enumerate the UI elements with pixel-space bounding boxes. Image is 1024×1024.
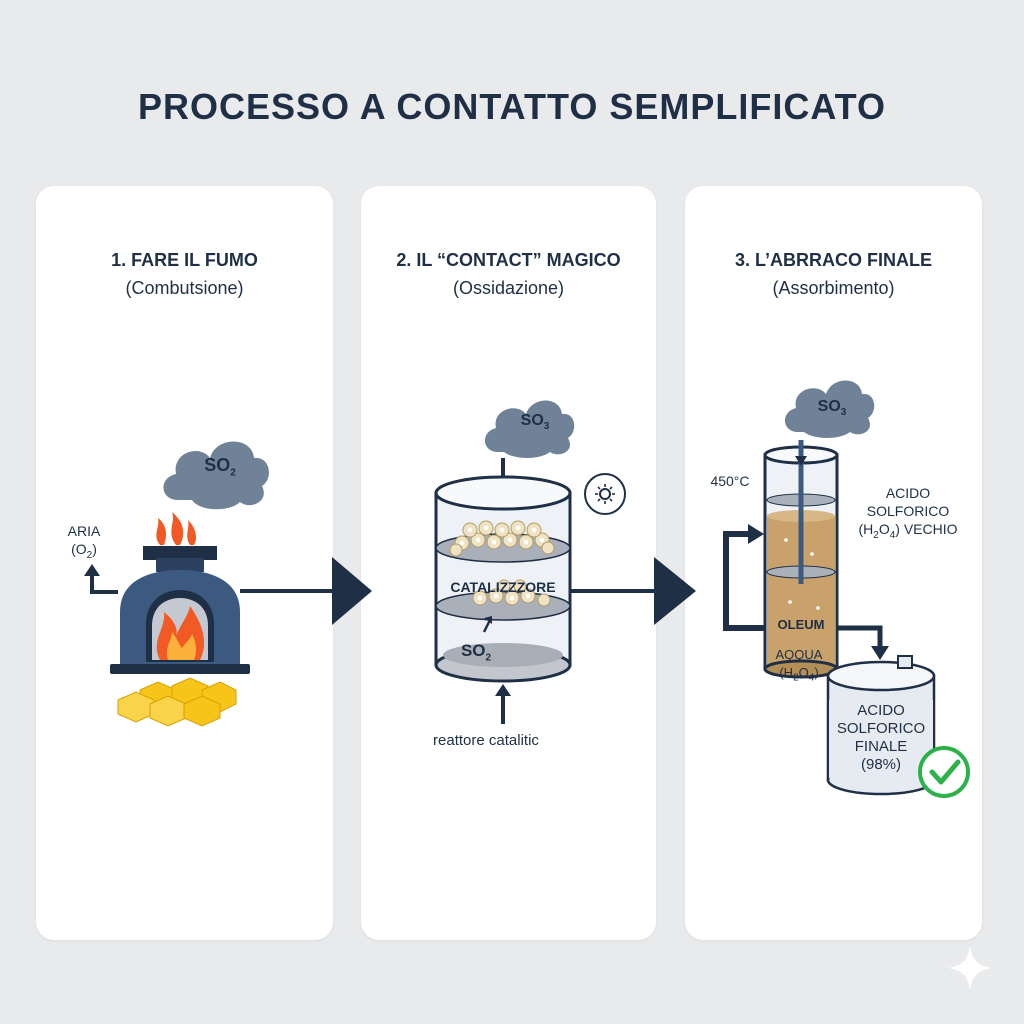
label-line: O xyxy=(878,521,890,537)
old-acid-label: ACIDO SOLFORICO (H2O4) VECHIO xyxy=(846,484,970,545)
temperature-label: 450°C xyxy=(710,473,750,489)
label-line: SOLFORICO xyxy=(836,720,926,737)
step-subtitle: (Ossidazione) xyxy=(452,278,565,298)
label-line: ) VECHIO xyxy=(895,521,958,537)
step-subtitle: (Combutsione) xyxy=(125,278,244,298)
label-line: O xyxy=(798,665,809,680)
air-label: ARIA (O2) xyxy=(64,522,104,565)
tank-icon xyxy=(826,655,936,796)
air-label-text: ARIA xyxy=(67,523,101,539)
outflow-arrow-icon xyxy=(837,625,889,660)
check-icon xyxy=(918,746,970,798)
so3-cloud-icon-2 xyxy=(784,380,875,438)
sun-icon xyxy=(584,473,626,515)
water-label: AQQUA (H2O4) xyxy=(766,646,832,688)
o2-label-close: ) xyxy=(92,541,97,557)
so3-cloud-icon xyxy=(484,400,575,458)
label-subscript: 3 xyxy=(840,407,847,419)
step-subtitle: (Assorbimento) xyxy=(772,278,895,298)
final-acid-label: ACIDO SOLFORICO FINALE (98%) xyxy=(832,702,930,774)
label-line: ACIDO xyxy=(885,485,931,501)
label-line: (H xyxy=(858,521,874,537)
label-subscript: 2 xyxy=(230,467,236,479)
label-text: SO xyxy=(817,398,841,415)
step-heading-3: 3. L’ABRRACO FINALE (Assorbimento) xyxy=(685,246,982,302)
flame-icon xyxy=(156,512,196,545)
label-line: FINALE xyxy=(854,738,908,755)
reactor-icon xyxy=(434,475,572,683)
flow-arrow-1-icon xyxy=(240,557,372,625)
sparkle-icon xyxy=(948,946,992,990)
label-line: ACIDO xyxy=(857,702,905,719)
furnace-flame-icon xyxy=(156,606,205,660)
so2-reactor-label: SO2 xyxy=(456,642,496,667)
label-line: (H xyxy=(779,665,794,680)
label-line: AQQUA xyxy=(775,647,823,662)
label-text: SO xyxy=(460,641,486,660)
step-title: 2. IL “CONTACT” MAGICO xyxy=(396,250,621,270)
step-heading-2: 2. IL “CONTACT” MAGICO (Ossidazione) xyxy=(361,246,656,302)
page-title: PROCESSO A CONTATTO SEMPLIFICATO xyxy=(137,86,887,127)
label-subscript: 3 xyxy=(543,421,550,433)
label-subscript: 2 xyxy=(86,549,93,561)
o2-label: (O xyxy=(71,541,87,557)
label-subscript: 2 xyxy=(873,529,879,541)
sulfur-icon xyxy=(117,677,237,727)
label-subscript: 2 xyxy=(793,672,799,684)
label-subscript: 4 xyxy=(808,672,815,684)
tower-icon xyxy=(763,440,839,679)
recycle-arrow-icon xyxy=(723,524,764,631)
step-heading-1: 1. FARE IL FUMO (Combutsione) xyxy=(36,246,333,302)
label-line: SOLFORICO xyxy=(866,503,950,519)
step-title: 3. L’ABRRACO FINALE xyxy=(734,250,932,270)
so2-cloud-icon xyxy=(163,441,269,510)
so2-cloud-label: SO2 xyxy=(200,456,240,483)
step-title: 1. FARE IL FUMO xyxy=(111,250,258,270)
so3-cloud-label: SO3 xyxy=(515,412,555,436)
air-arrow-icon xyxy=(84,564,118,594)
label-line: (98%) xyxy=(860,756,901,773)
catalyst-label: CATALIZZZORE xyxy=(450,579,556,595)
label-subscript: 2 xyxy=(485,652,492,664)
label-line: ) xyxy=(814,665,819,680)
flow-arrow-2-icon xyxy=(570,557,696,625)
oleum-label: OLEUM xyxy=(777,617,825,632)
reactor-label: reattore catalitic xyxy=(433,732,539,749)
label-text: SO xyxy=(204,455,231,475)
label-text: SO xyxy=(520,412,544,429)
up-arrow-icon xyxy=(495,684,511,724)
so3-cloud-label-2: SO3 xyxy=(812,398,852,422)
label-subscript: 4 xyxy=(889,529,896,541)
